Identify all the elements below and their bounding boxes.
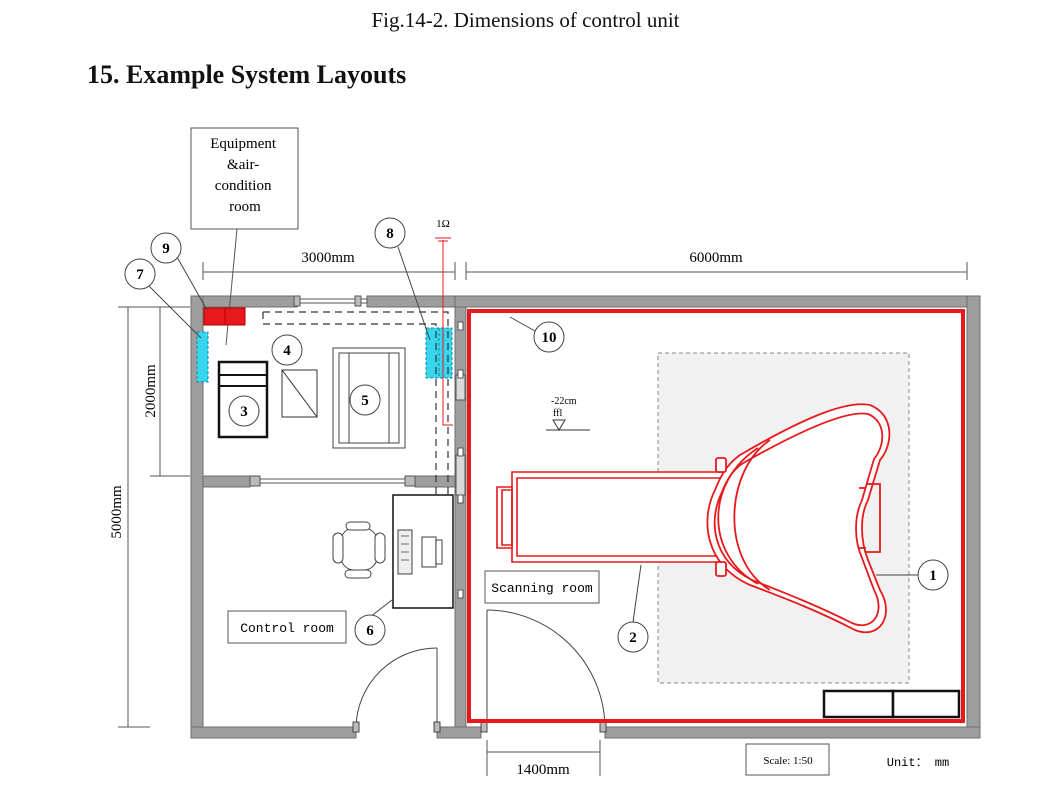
callout-3-label: 3 xyxy=(240,404,248,420)
scanning-room-shielding xyxy=(467,309,965,723)
dim-label-2000mm: 2000mm xyxy=(143,364,159,418)
callout-4-label: 4 xyxy=(283,343,291,359)
callouts: 1 2 3 4 5 6 7 8 9 10 xyxy=(124,217,949,653)
control-room-label: Control room xyxy=(240,621,334,636)
callout-5-label: 5 xyxy=(361,393,369,409)
equipment-room-line-3: condition xyxy=(215,178,272,194)
unit-label: Unit： mm xyxy=(887,756,949,770)
callout-4: 4 xyxy=(271,334,303,366)
callout-9: 9 xyxy=(150,232,182,264)
outer-wall-top-right xyxy=(454,295,981,308)
callout-7-label: 7 xyxy=(136,267,144,283)
callout-8-label: 8 xyxy=(386,226,394,242)
scale-label: Scale: 1:50 xyxy=(763,755,813,767)
callout-2-label: 2 xyxy=(629,630,637,646)
callout-1: 1 xyxy=(917,559,949,591)
equipment-unit-5 xyxy=(332,347,406,449)
dim-label-6000mm: 6000mm xyxy=(689,250,743,266)
equipment-room-line-2: &air- xyxy=(227,157,259,173)
ground-symbol xyxy=(435,237,451,242)
callout-2: 2 xyxy=(617,621,649,653)
callout-leaders xyxy=(147,246,918,623)
floor-level-ffl: ffl xyxy=(553,408,562,419)
outer-wall-bottom-mid xyxy=(436,726,482,739)
scanning-room-label-box xyxy=(484,570,600,604)
floor-level-value: -22cm xyxy=(551,396,577,407)
cyan-cabinet-left xyxy=(196,331,209,383)
scanning-room-label: Scanning room xyxy=(491,581,593,596)
callout-3: 3 xyxy=(228,395,260,427)
grounding-wire xyxy=(442,240,453,426)
lead-window xyxy=(455,374,466,401)
callout-8: 8 xyxy=(374,217,406,249)
operator-chair xyxy=(332,521,386,579)
scanning-room-door-arc xyxy=(486,609,606,728)
equipment-unit-4 xyxy=(281,369,318,418)
control-room-label-box xyxy=(227,610,347,644)
callout-9-label: 9 xyxy=(162,241,170,257)
outer-wall-bottom-right xyxy=(604,726,981,739)
partition-wall-horizontal-b xyxy=(414,475,456,488)
callout-10-label: 10 xyxy=(542,330,557,346)
doors xyxy=(352,609,607,733)
patient-table xyxy=(496,471,741,563)
dim-label-5000mm: 5000mm xyxy=(109,485,125,539)
callout-1-label: 1 xyxy=(929,568,937,584)
door-tracks xyxy=(249,295,466,599)
section-heading: 15. Example System Layouts xyxy=(87,60,407,89)
outer-wall-bottom-left xyxy=(190,726,357,739)
outer-wall-right xyxy=(966,295,981,739)
inner-sliding-door xyxy=(249,478,416,484)
callout-10: 10 xyxy=(533,321,565,353)
outer-wall-top-mid xyxy=(366,295,456,308)
floor-level-marker xyxy=(546,419,590,431)
callout-5: 5 xyxy=(349,384,381,416)
ct-gantry xyxy=(706,403,891,633)
equipment-room-line-1: Equipment xyxy=(210,136,277,152)
ground-resistance-label: 1Ω xyxy=(436,218,450,230)
dimension-lines xyxy=(118,262,968,776)
dim-label-3000mm: 3000mm xyxy=(301,250,355,266)
partition-wall-horizontal-a xyxy=(202,475,251,488)
callout-6-label: 6 xyxy=(366,623,374,639)
control-room-door-arc xyxy=(355,647,438,728)
figure-caption: Fig.14-2. Dimensions of control unit xyxy=(371,8,680,32)
outer-wall-top-left xyxy=(190,295,298,308)
equipment-room-label-box xyxy=(190,127,299,230)
callout-6: 6 xyxy=(354,614,386,646)
callout-7: 7 xyxy=(124,258,156,290)
scanning-room-cabinets xyxy=(822,689,961,719)
dim-label-1400mm: 1400mm xyxy=(516,762,570,778)
equipment-room-leader xyxy=(225,228,238,346)
scale-box xyxy=(745,743,830,776)
operator-console xyxy=(392,494,454,609)
equipment-room-line-4: room xyxy=(229,199,261,215)
equipment-room-label: Equipment &air- condition room xyxy=(210,136,280,215)
partition-wall-vertical xyxy=(454,306,467,728)
